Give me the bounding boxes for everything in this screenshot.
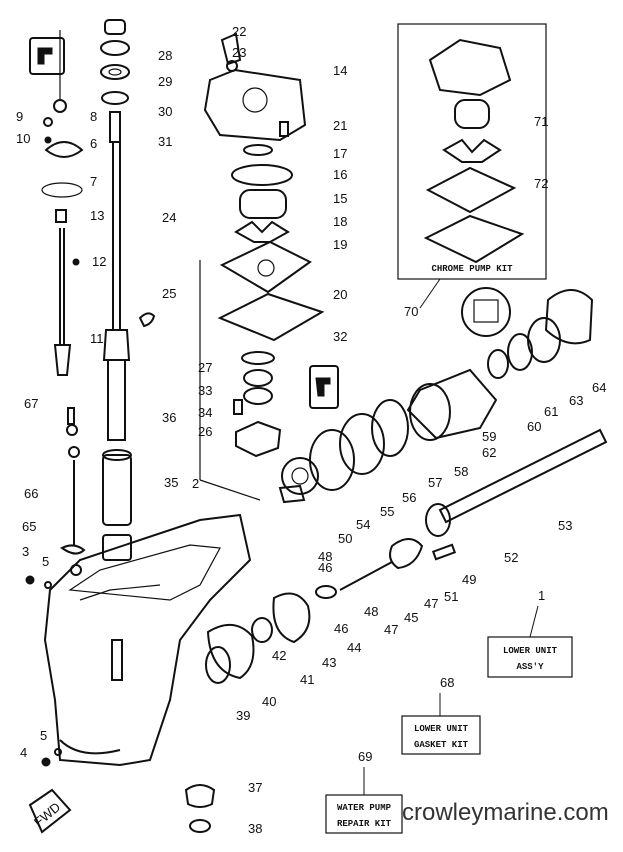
callout-47: 47 [384, 622, 398, 637]
callout-28: 28 [158, 48, 172, 63]
callout-17: 17 [333, 146, 347, 161]
callout-66: 66 [24, 486, 38, 501]
callout-57: 57 [428, 475, 442, 490]
callout-5: 5 [42, 554, 49, 569]
callout-64: 64 [592, 380, 606, 395]
callout-10: 10 [16, 131, 30, 146]
callout-42: 42 [272, 648, 286, 663]
shift-rod-assembly [25, 30, 86, 589]
water-pump-kit-line2: REPAIR KIT [337, 819, 392, 829]
callout-31: 31 [158, 134, 172, 149]
lower-unit-assy-box: LOWER UNIT ASS'Y [487, 636, 573, 678]
callout-68: 68 [440, 675, 454, 690]
watermark: crowleymarine.com [402, 799, 609, 826]
callout-29: 29 [158, 74, 172, 89]
callout-7: 7 [90, 174, 97, 189]
callout-labels: 1234556789101112131415161718192021222324… [16, 24, 606, 836]
callout-8: 8 [90, 109, 97, 124]
callout-49: 49 [462, 572, 476, 587]
callout-34: 34 [198, 405, 212, 420]
lower-unit-assy-line2: ASS'Y [516, 662, 544, 672]
callout-25: 25 [162, 286, 176, 301]
water-pump-repair-kit-box: WATER PUMP REPAIR KIT [325, 794, 403, 834]
callout-48: 48 [364, 604, 378, 619]
callout-3: 3 [22, 544, 29, 559]
callout-2: 2 [192, 476, 199, 491]
callout-58: 58 [454, 464, 468, 479]
callout-70: 70 [404, 304, 418, 319]
callout-24: 24 [162, 210, 176, 225]
callout-43: 43 [322, 655, 336, 670]
callout-45: 45 [404, 610, 418, 625]
callout-65: 65 [22, 519, 36, 534]
callout-14: 14 [333, 63, 347, 78]
chrome-pump-kit-box [397, 23, 547, 280]
water-pump-kit-line1: WATER PUMP [337, 803, 392, 813]
callout-22: 22 [232, 24, 246, 39]
callout-13: 13 [90, 208, 104, 223]
callout-47: 47 [424, 596, 438, 611]
callout-61: 61 [544, 404, 558, 419]
callout-18: 18 [333, 214, 347, 229]
callout-15: 15 [333, 191, 347, 206]
lower-unit-housing [28, 513, 252, 834]
drive-shaft-assembly [100, 19, 156, 561]
callout-63: 63 [569, 393, 583, 408]
callout-16: 16 [333, 167, 347, 182]
lower-unit-assy-line1: LOWER UNIT [503, 646, 558, 656]
callout-35: 35 [164, 475, 178, 490]
callout-56: 56 [402, 490, 416, 505]
callout-37: 37 [248, 780, 262, 795]
callout-12: 12 [92, 254, 106, 269]
callout-38: 38 [248, 821, 262, 836]
callout-6: 6 [90, 136, 97, 151]
callout-44: 44 [347, 640, 361, 655]
callout-23: 23 [232, 45, 246, 60]
chrome-pump-kit-label: CHROME PUMP KIT [431, 264, 513, 274]
callout-26: 26 [198, 424, 212, 439]
callout-1: 1 [538, 588, 545, 603]
callout-30: 30 [158, 104, 172, 119]
callout-52: 52 [504, 550, 518, 565]
callout-36: 36 [162, 410, 176, 425]
callout-50: 50 [338, 531, 352, 546]
callout-5: 5 [40, 728, 47, 743]
callout-51: 51 [444, 589, 458, 604]
water-pump-stack [199, 32, 339, 501]
callout-19: 19 [333, 237, 347, 252]
callout-54: 54 [356, 517, 370, 532]
callout-67: 67 [24, 396, 38, 411]
callout-62: 62 [482, 445, 496, 460]
callout-9: 9 [16, 109, 23, 124]
callout-21: 21 [333, 118, 347, 133]
callout-59: 59 [482, 429, 496, 444]
callout-27: 27 [198, 360, 212, 375]
callout-41: 41 [300, 672, 314, 687]
callout-55: 55 [380, 504, 394, 519]
gasket-kit-line1: LOWER UNIT [414, 724, 469, 734]
gasket-kit-line2: GASKET KIT [414, 740, 469, 750]
callout-53: 53 [558, 518, 572, 533]
callout-69: 69 [358, 749, 372, 764]
callout-11: 11 [90, 331, 104, 346]
callout-71: 71 [534, 114, 548, 129]
propeller-shaft-assembly [184, 287, 608, 833]
lower-unit-gasket-kit-box: LOWER UNIT GASKET KIT [401, 715, 481, 755]
callout-72: 72 [534, 176, 548, 191]
callout-46: 46 [318, 560, 332, 575]
callout-48: 48 [318, 549, 332, 564]
fwd-label: FWD [31, 799, 63, 830]
callout-46: 46 [334, 621, 348, 636]
callout-39: 39 [236, 708, 250, 723]
callout-60: 60 [527, 419, 541, 434]
callout-32: 32 [333, 329, 347, 344]
callout-20: 20 [333, 287, 347, 302]
callout-33: 33 [198, 383, 212, 398]
callout-40: 40 [262, 694, 276, 709]
callout-4: 4 [20, 745, 27, 760]
